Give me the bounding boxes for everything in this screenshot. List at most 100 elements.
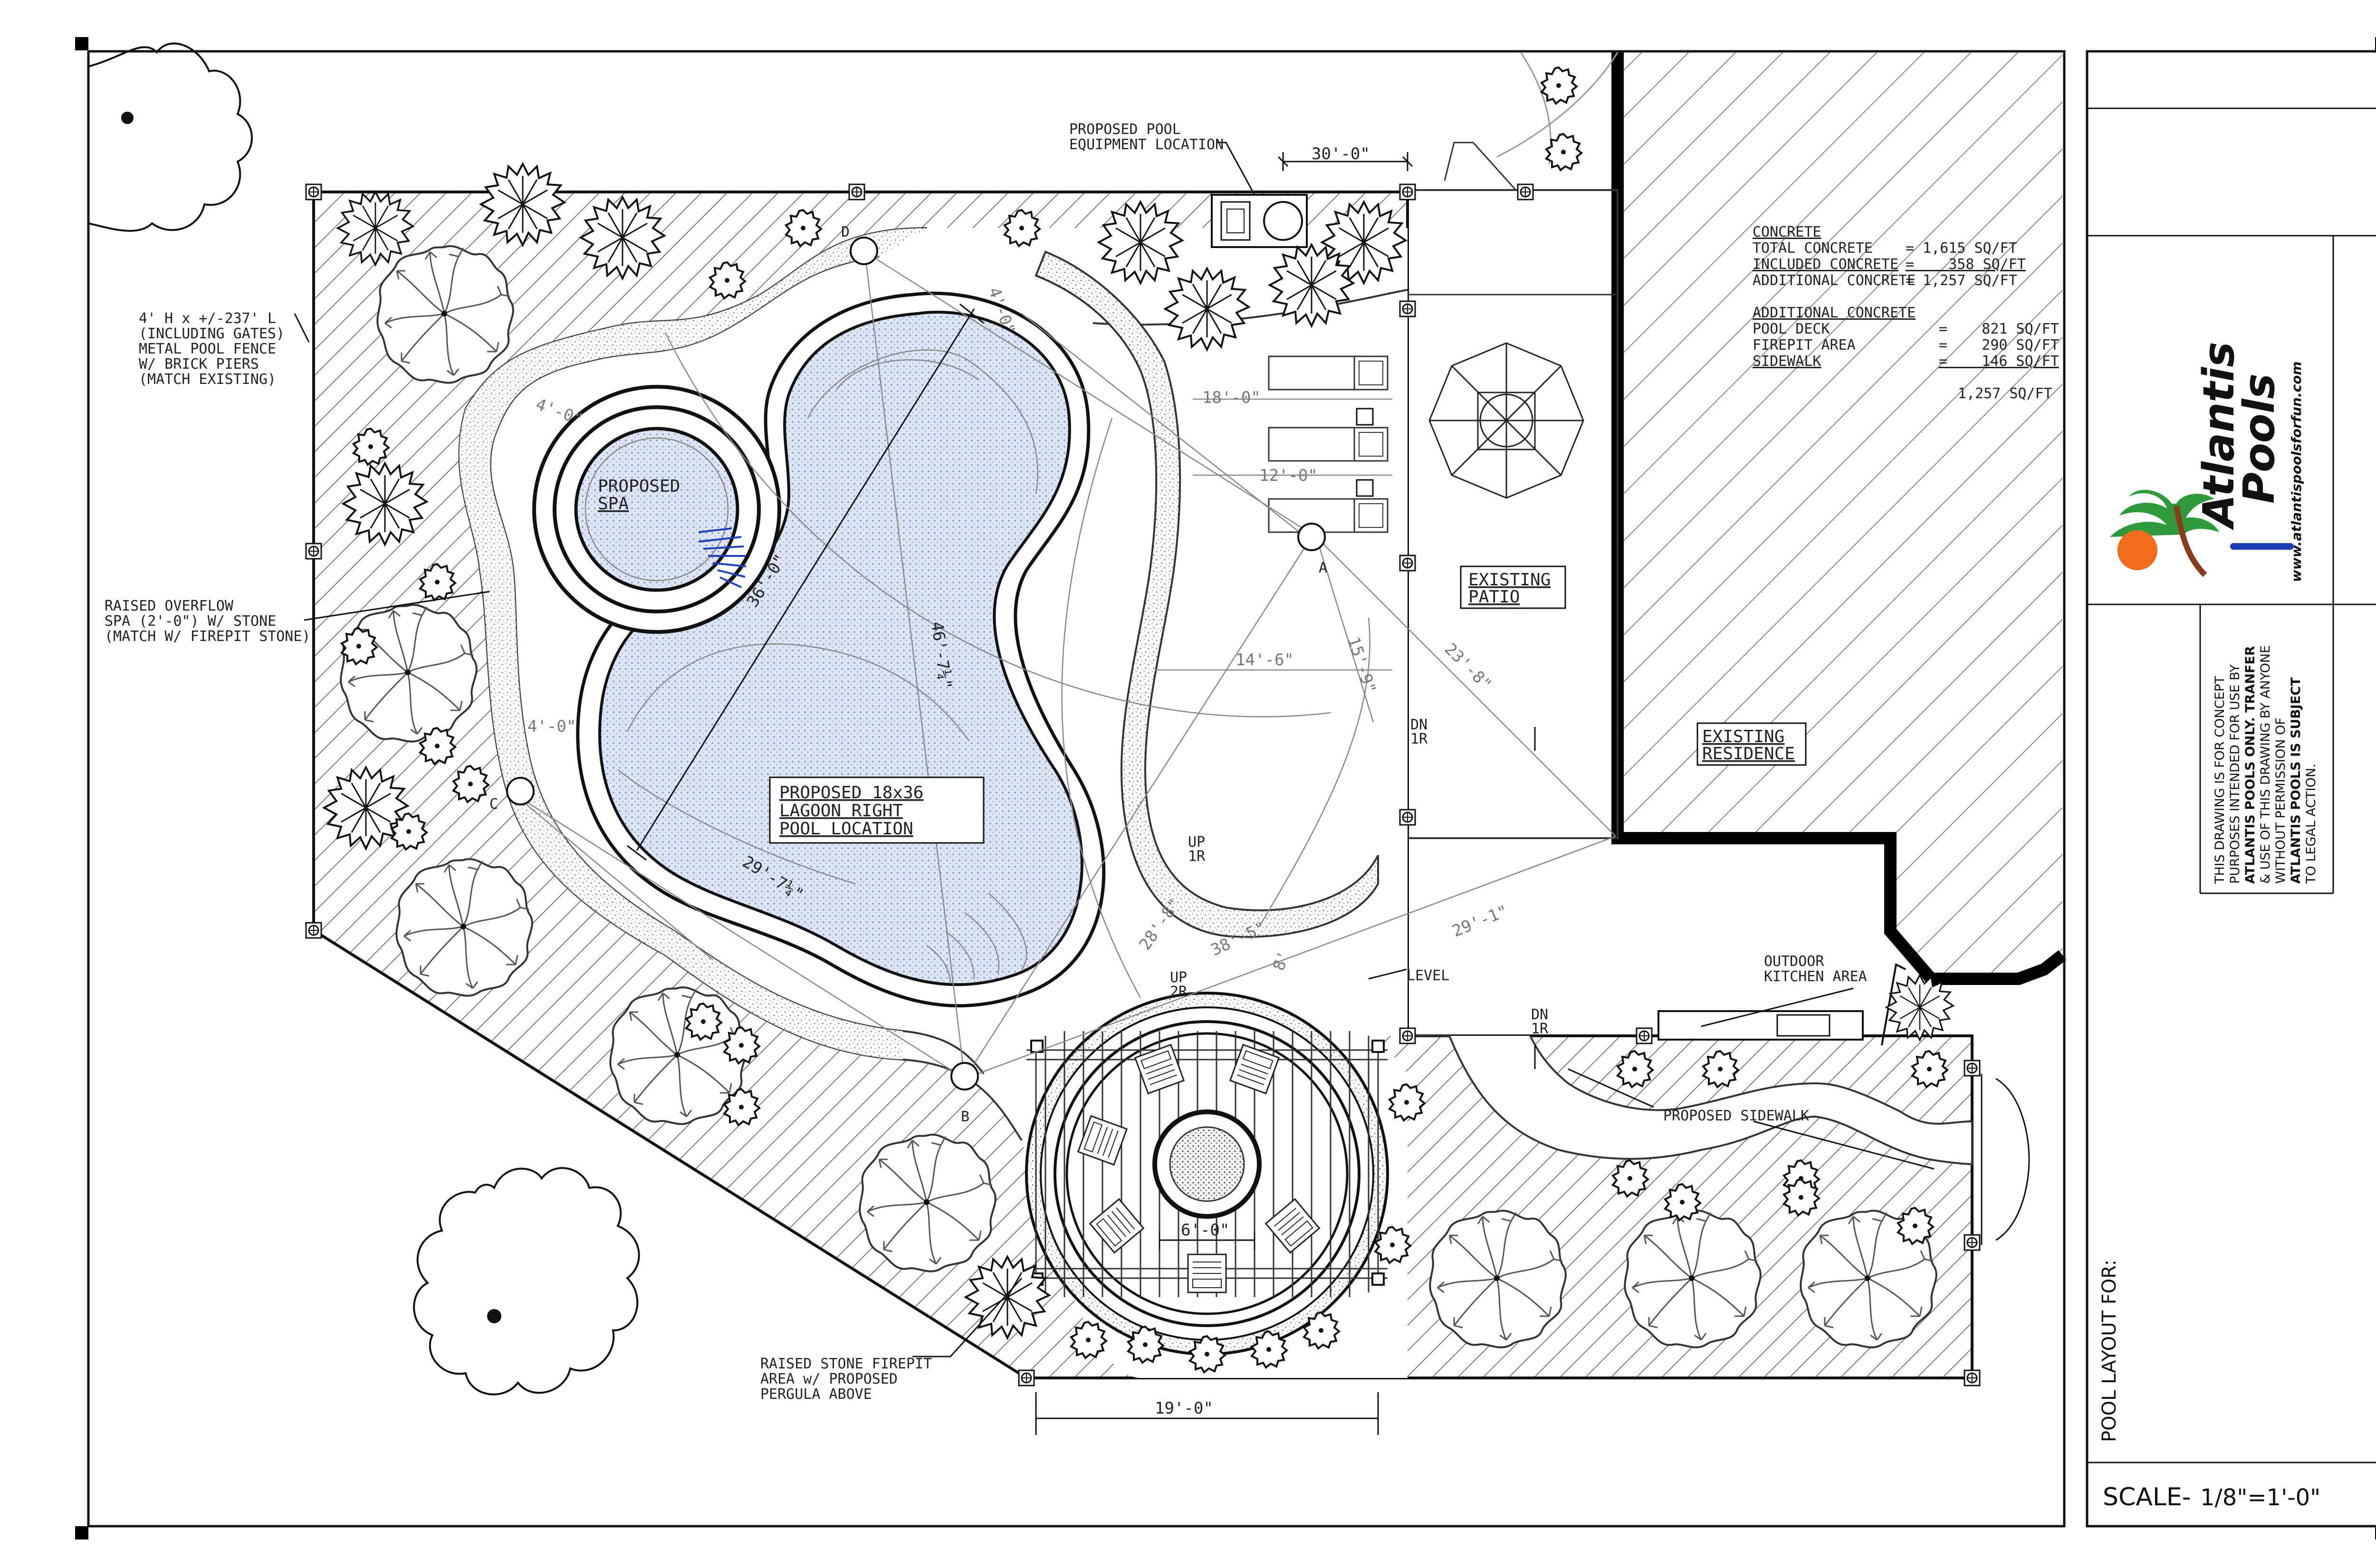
pergola-posts — [1030, 1040, 1385, 1286]
concrete-row-2-value: = 358 SQ/FT — [1906, 256, 2026, 273]
equipment-label-line1: PROPOSED POOL — [1069, 121, 1181, 138]
point-label-b: B — [961, 1109, 969, 1125]
additional-row-1-label: POOL DECK — [1753, 321, 1830, 337]
disclaimer-line4: & USE OF THIS DRAWING BY ANYONE — [2258, 645, 2273, 884]
additional-row-2-label: FIREPIT AREA — [1753, 337, 1856, 354]
dimension-lines — [636, 152, 1935, 1435]
patio-label-line1: EXISTING — [1468, 570, 1551, 590]
concrete-row-2-label: INCLUDED CONCRETE — [1753, 256, 1898, 273]
umbrella-table — [1428, 342, 1584, 499]
dimension-ticks — [627, 156, 1413, 861]
outside-trees — [88, 42, 640, 1396]
concrete-total: 1,257 SQ/FT — [1958, 385, 2052, 402]
dim-4c: 4'-0" — [527, 717, 576, 736]
spa — [532, 385, 781, 634]
dn-1r-a-line1: DN — [1410, 717, 1428, 733]
measurement-lines — [513, 251, 1616, 1080]
point-label-a: A — [1319, 560, 1327, 576]
spa-label-line2: SPA — [598, 494, 629, 514]
plan-labels: PROPOSED POOL EQUIPMENT LOCATION 4' H x … — [105, 121, 1867, 1403]
title-block: Atlantis Pools www.atlantispoolsforfun.c… — [2086, 50, 2376, 1528]
disclaimer-line3: ATLANTIS POOLS ONLY. TRANFER — [2243, 646, 2258, 884]
planter-band — [458, 227, 1379, 1141]
residence-label-line2: RESIDENCE — [1702, 744, 1795, 764]
additional-row-3-value: = 146 SQ/FT — [1939, 353, 2059, 370]
pool-label-line2: LAGOON RIGHT — [779, 801, 903, 821]
spa-note-line3: (MATCH W/ FIREPIT STONE) — [105, 628, 310, 645]
additional-row-3-label: SIDEWALK — [1753, 353, 1821, 370]
disclaimer: THIS DRAWING IS FOR CONCEPT PURPOSES INT… — [2213, 645, 2319, 884]
firepit-area — [1025, 992, 1389, 1356]
equipment-label-line2: EQUIPMENT LOCATION — [1069, 136, 1224, 153]
fence-note-line5: (MATCH EXISTING) — [139, 371, 276, 388]
disclaimer-line1: THIS DRAWING IS FOR CONCEPT — [2213, 676, 2227, 884]
fence-note-line1: 4' H x +/-237' L — [139, 310, 276, 327]
spa-label-line1: PROPOSED — [598, 477, 680, 496]
concrete-row-3-label: ADDITIONAL CONCRETE — [1753, 272, 1916, 289]
disclaimer-line2: PURPOSES INTENDED FOR USE BY — [2228, 664, 2242, 884]
up-1r-line2: 1R — [1188, 848, 1206, 865]
concrete-heading: CONCRETE — [1753, 224, 1821, 240]
concrete-row-1-value: = 1,615 SQ/FT — [1906, 240, 2017, 257]
sidewalk-label: PROPOSED SIDEWALK — [1663, 1108, 1809, 1124]
dn-1r-b-line1: DN — [1531, 1006, 1548, 1023]
scale-label: SCALE- — [2103, 1483, 2191, 1511]
spa-note-line1: RAISED OVERFLOW — [105, 598, 234, 614]
additional-row-2-value: = 290 SQ/FT — [1939, 337, 2059, 354]
level-label: LEVEL — [1407, 967, 1449, 984]
disclaimer-line5: WITHOUT PERMISSION OF — [2273, 717, 2288, 884]
point-label-c: C — [489, 796, 498, 813]
point-label-d: D — [841, 224, 850, 240]
dim-14: 14'-6" — [1236, 650, 1294, 669]
dim-19: 19'-0" — [1155, 1399, 1213, 1418]
kitchen-label-line1: OUTDOOR — [1764, 953, 1824, 970]
additional-heading: ADDITIONAL CONCRETE — [1753, 305, 1916, 321]
firepit-note-line1: RAISED STONE FIREPIT — [760, 1356, 932, 1372]
website: www.atlantispoolsforfun.com — [2289, 361, 2304, 582]
atlantis-pools-logo: Atlantis Pools www.atlantispoolsforfun.c… — [2110, 342, 2304, 582]
dim-6: 6'-0" — [1181, 1221, 1229, 1240]
concrete-row-3-value: = 1,257 SQ/FT — [1906, 272, 2017, 289]
scale-value: 1/8"=1'-0" — [2200, 1484, 2320, 1511]
kitchen-label-line2: KITCHEN AREA — [1764, 968, 1867, 985]
dim-29b: 29'-1" — [1449, 901, 1511, 941]
firepit-note-line3: PERGULA ABOVE — [760, 1386, 872, 1403]
registration-marks — [75, 37, 2376, 1539]
brand-name-line1: Atlantis — [2194, 342, 2244, 530]
existing-residence — [1611, 52, 2067, 985]
additional-row-1-value: = 821 SQ/FT — [1939, 321, 2059, 337]
up-1r-line1: UP — [1188, 834, 1205, 851]
residence-label-line1: EXISTING — [1702, 727, 1784, 746]
dim-12: 12'-0" — [1259, 466, 1318, 485]
concrete-schedule: CONCRETE TOTAL CONCRETE = 1,615 SQ/FT IN… — [1753, 224, 2059, 402]
pool-layout-for-label: POOL LAYOUT FOR: — [2098, 1260, 2120, 1442]
patio-label-box — [1460, 565, 1566, 609]
residence-label-box — [1696, 722, 1807, 766]
pool-label-line1: PROPOSED 18x36 — [779, 783, 923, 803]
lounge-chairs — [1268, 355, 1389, 533]
dim-23: 23'-8" — [1441, 640, 1495, 694]
disclaimer-line6: ATLANTIS POOLS IS SUBJECT — [2289, 677, 2303, 884]
brand-name-line2: Pools — [2234, 373, 2284, 504]
spillway — [698, 527, 747, 588]
fence-note-line3: METAL POOL FENCE — [139, 341, 276, 357]
dim-top: 30'-0" — [1312, 144, 1370, 163]
up-2r-line2: 2R — [1170, 984, 1188, 1000]
reference-points — [506, 237, 1326, 1090]
spa-note-line2: SPA (2'-0") W/ STONE — [105, 613, 276, 630]
up-2r-line1: UP — [1170, 969, 1187, 986]
pool-label-line3: POOL LOCATION — [779, 819, 913, 839]
pool-equipment-pad — [1211, 194, 1308, 248]
disclaimer-line7: TO LEGAL ACTION. — [2304, 764, 2319, 884]
dim-18: 18'-0" — [1202, 388, 1261, 407]
patio-label-line2: PATIO — [1468, 587, 1520, 607]
side-gate — [1981, 1074, 2030, 1245]
dn-1r-b-line2: 1R — [1531, 1021, 1549, 1037]
firepit-note-line2: AREA w/ PROPOSED — [760, 1371, 898, 1387]
fence-note-line4: W/ BRICK PIERS — [139, 356, 259, 373]
sun-icon — [2117, 530, 2157, 570]
pool-label-box — [769, 776, 985, 844]
fence-note-line2: (INCLUDING GATES) — [139, 325, 285, 342]
sheet-border — [87, 50, 2066, 1528]
